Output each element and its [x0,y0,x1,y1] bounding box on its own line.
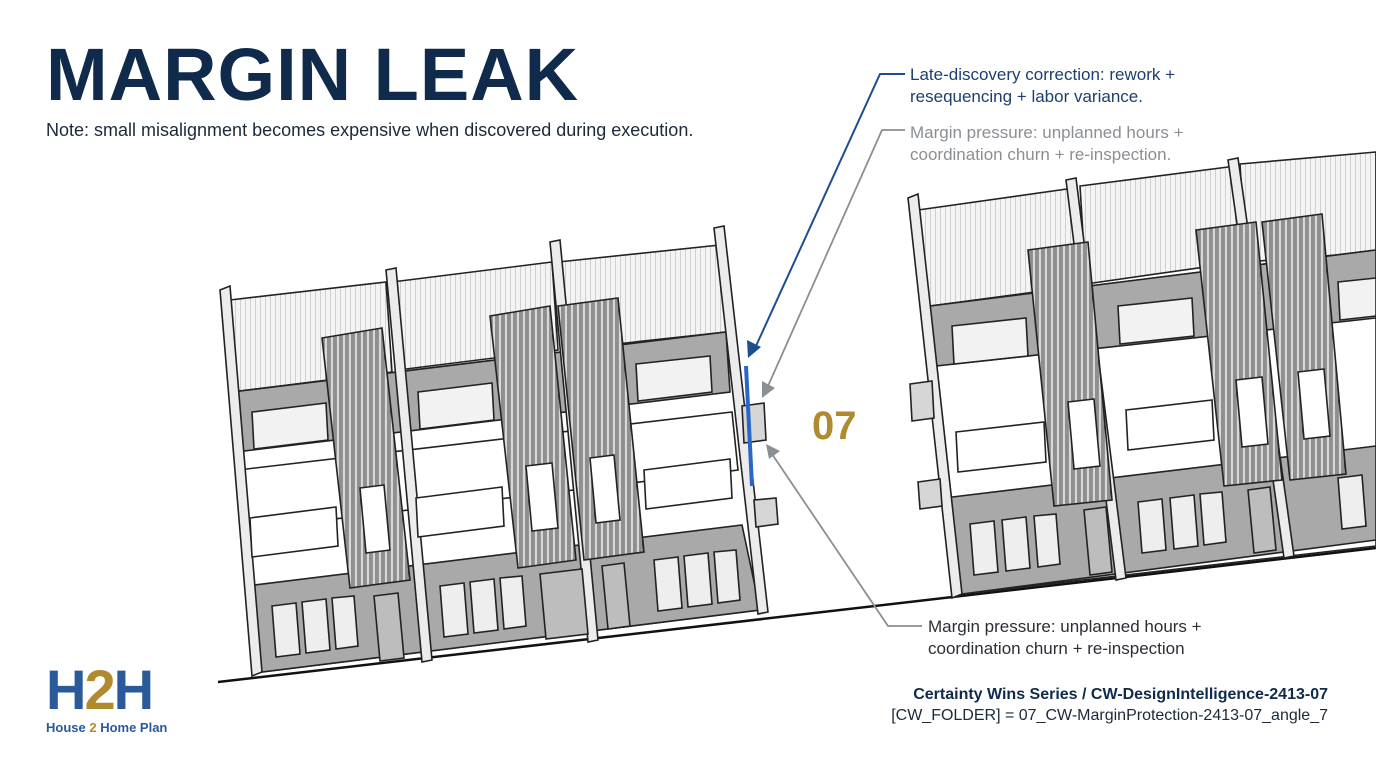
footer-series: Certainty Wins Series / CW-DesignIntelli… [891,684,1328,726]
leader-margin-pressure-bottom [771,453,922,627]
folder-label: [CW_FOLDER] = 07_CW-MarginProtection-241… [891,707,1328,724]
callout-line: Late-discovery correction: rework + [910,65,1176,84]
leader-late-discovery [755,73,905,347]
logo-mark-right: H [113,658,154,721]
callout-line: Margin pressure: unplanned hours + [928,617,1202,636]
callout-margin-pressure-bottom: Margin pressure: unplanned hours + coord… [928,616,1202,660]
callout-line: coordination churn + re-inspection. [910,145,1172,164]
marker-number: 07 [812,404,857,448]
logo-text: House 2 Home Plan [46,720,167,735]
misalignment-highlight [744,365,754,487]
arrowhead-margin-pressure-top [762,381,775,398]
logo-mark: H2H [46,662,167,718]
callout-line: coordination churn + re-inspection [928,639,1185,658]
series-title: Certainty Wins Series / CW-DesignIntelli… [913,686,1328,703]
arrowhead-late-discovery [747,340,761,358]
ground-line [217,546,1376,684]
callout-line: resequencing + labor variance. [910,87,1143,106]
logo-text-left: House [46,720,90,735]
callout-leaders [747,73,922,627]
logo-mark-mid: 2 [84,658,115,721]
h2h-logo: H2H House 2 Home Plan [46,662,167,736]
callout-line: Margin pressure: unplanned hours + [910,123,1184,142]
left-townhouse-block [219,225,779,678]
leader-margin-pressure-top [767,129,905,387]
right-townhouse-block [907,151,1376,600]
arrowhead-margin-pressure-bottom [766,444,780,459]
callout-margin-pressure-top: Margin pressure: unplanned hours + coord… [910,122,1184,166]
page-title: MARGIN LEAK [46,33,580,116]
logo-text-mid: 2 [89,720,97,735]
page-note: Note: small misalignment becomes expensi… [46,120,694,140]
logo-text-right: Home Plan [96,720,168,735]
logo-mark-left: H [46,658,86,721]
callout-late-discovery: Late-discovery correction: rework + rese… [910,64,1175,108]
